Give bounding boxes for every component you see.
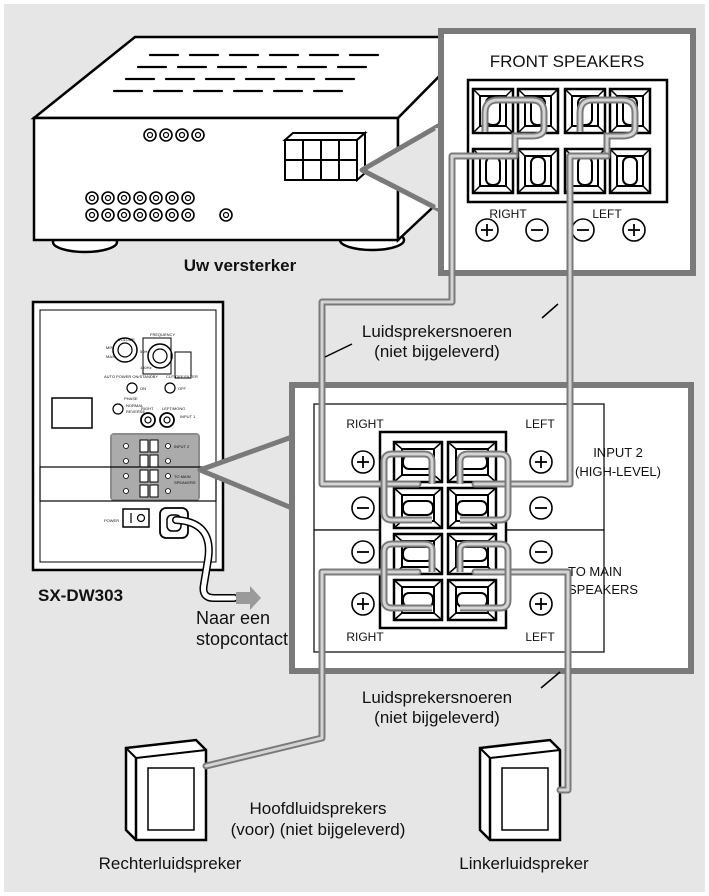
tomain-label-line2: SPEAKERS: [568, 582, 638, 597]
subwoofer-caption: SX-DW303: [38, 586, 123, 605]
sub-frequency-label: FREQUENCY: [150, 332, 175, 337]
sub-auto-power-label: AUTO POWER ON/STANDBY: [104, 374, 158, 379]
sub-power-label: POWER: [104, 518, 119, 523]
amp-left-label: LEFT: [592, 207, 622, 221]
panel-left-top-label: LEFT: [525, 417, 555, 431]
sub-high-label: 150Hz: [140, 365, 152, 370]
input2-label-line2: (HIGH-LEVEL): [575, 464, 661, 479]
front-speakers-title: FRONT SPEAKERS: [490, 52, 645, 71]
amplifier-illustration: [30, 33, 481, 254]
sub-input2-label: INPUT 2: [174, 444, 190, 449]
sub-low-label: 50Hz: [140, 349, 149, 354]
panel-right-top-label: RIGHT: [346, 417, 384, 431]
upper-cable-label-line2: (niet bijgeleverd): [374, 342, 500, 361]
main-speakers-caption-line1: Hoofdluidsprekers: [249, 799, 386, 818]
sub-on-label: ON: [140, 386, 146, 391]
sub-power-switch: [122, 508, 150, 528]
amplifier-caption: Uw versterker: [184, 256, 297, 275]
input2-label-line1: INPUT 2: [593, 445, 643, 460]
sub-phase-label: PHASE: [124, 396, 138, 401]
outlet-arrow-icon: [236, 586, 261, 610]
lower-cable-label-line2: (niet bijgeleverd): [374, 708, 500, 727]
sub-max-label: MAX: [106, 354, 115, 359]
sub-volume-label: VOLUME: [118, 337, 135, 342]
upper-cable-label-line1: Luidsprekersnoeren: [362, 322, 512, 341]
sub-speakers-label: SPEAKERS: [174, 480, 196, 485]
panel-right-bottom-label: RIGHT: [346, 630, 384, 644]
right-speaker-name: Rechterluidspreker: [99, 854, 242, 873]
outlet-label-line2: stopcontact: [196, 629, 288, 649]
left-speaker-name: Linkerluidspreker: [459, 854, 589, 873]
sub-left-label: LEFT/MONO: [162, 406, 185, 411]
subwoofer-rear-panel: VOLUME FREQUENCY MIN MAX 50Hz 150Hz AUTO…: [31, 300, 225, 572]
speaker-cables: [202, 152, 611, 794]
tomain-label-line1: TO MAIN: [568, 564, 622, 579]
sub-right-label: RIGHT: [141, 406, 154, 411]
main-speakers-caption-line2: (voor) (niet bijgeleverd): [231, 820, 406, 839]
sub-cutoff-label: CUT OFF FILTER: [166, 374, 198, 379]
right-main-speaker: [124, 738, 208, 842]
sub-off-label: OFF: [178, 386, 187, 391]
panel-left-bottom-label: LEFT: [525, 630, 555, 644]
left-main-speaker: [478, 738, 562, 842]
sub-normal-label: NORMAL: [126, 403, 144, 408]
amp-right-label: RIGHT: [489, 207, 527, 221]
sub-tomain-label: TO MAIN: [174, 474, 191, 479]
outlet-label-line1: Naar een: [196, 608, 270, 628]
sub-reverse-label: REVERSE: [126, 409, 145, 414]
sub-min-label: MIN: [106, 345, 113, 350]
sub-input1-label: INPUT 1: [180, 414, 196, 419]
subwoofer-terminal-panel: RIGHT LEFT INPUT 2 (HIGH-LEVEL) TO MAIN …: [289, 382, 694, 674]
lower-cable-label-line1: Luidsprekersnoeren: [362, 688, 512, 707]
